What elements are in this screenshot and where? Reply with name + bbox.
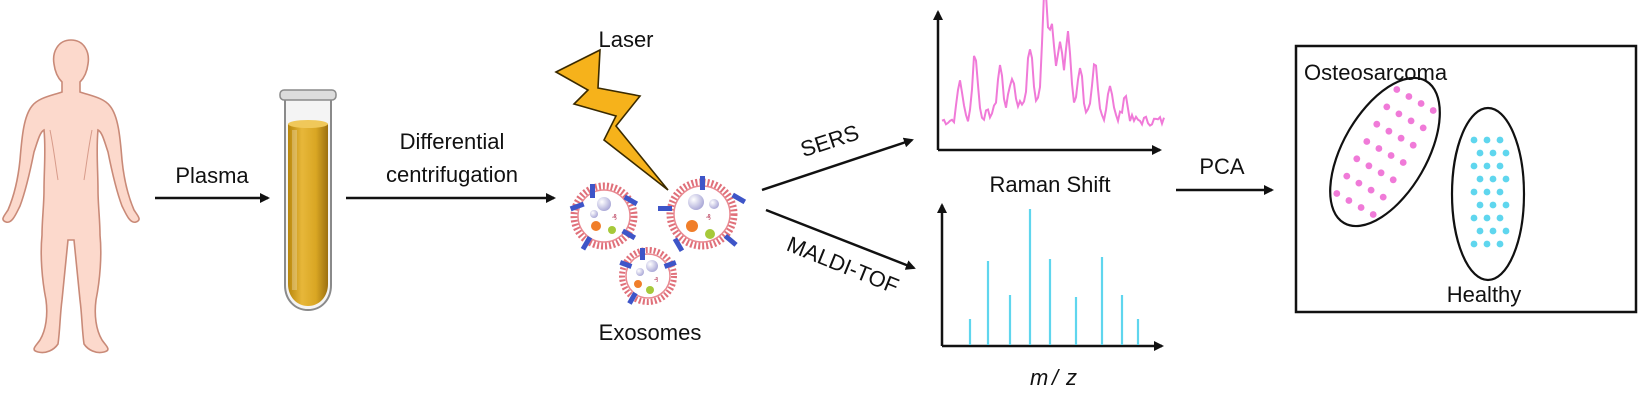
mz-slash-label: / bbox=[1050, 365, 1060, 390]
svg-text:₰: ₰ bbox=[706, 213, 711, 222]
osteosarcoma-point bbox=[1405, 93, 1413, 100]
osteosarcoma-point bbox=[1407, 117, 1415, 125]
exosome-vesicle-icon: ₰ bbox=[619, 247, 677, 305]
osteosarcoma-point bbox=[1369, 211, 1377, 218]
osteosarcoma-point bbox=[1367, 186, 1375, 194]
exosome-vesicle-icon: ₰ bbox=[569, 182, 639, 251]
healthy-point bbox=[1502, 201, 1510, 209]
healthy-point bbox=[1470, 162, 1478, 170]
healthy-point bbox=[1496, 240, 1504, 248]
exosomes-label: Exosomes bbox=[599, 320, 702, 345]
svg-text:₰: ₰ bbox=[612, 213, 617, 222]
healthy-point bbox=[1496, 136, 1504, 144]
healthy-point bbox=[1476, 201, 1484, 209]
healthy-point bbox=[1470, 240, 1478, 248]
healthy-point bbox=[1470, 188, 1478, 196]
healthy-point bbox=[1502, 175, 1510, 183]
healthy-point bbox=[1483, 162, 1491, 170]
osteosarcoma-point bbox=[1397, 134, 1405, 142]
osteosarcoma-point bbox=[1365, 162, 1373, 170]
osteosarcoma-point bbox=[1375, 145, 1383, 152]
osteosarcoma-point bbox=[1377, 169, 1385, 177]
osteosarcoma-point bbox=[1353, 155, 1361, 163]
healthy-point bbox=[1483, 188, 1491, 196]
osteosarcoma-point bbox=[1387, 152, 1395, 159]
osteosarcoma-point bbox=[1389, 176, 1397, 184]
healthy-point bbox=[1470, 214, 1478, 222]
maldi-spectrum-plot bbox=[937, 203, 1164, 351]
osteosarcoma-point bbox=[1357, 204, 1365, 211]
healthy-point bbox=[1502, 149, 1510, 157]
mz-m-label: m bbox=[1030, 365, 1048, 390]
healthy-point bbox=[1489, 201, 1497, 209]
osteosarcoma-point bbox=[1379, 193, 1387, 201]
osteosarcoma-point bbox=[1393, 86, 1401, 93]
osteosarcoma-point bbox=[1333, 190, 1341, 197]
osteosarcoma-point bbox=[1355, 179, 1363, 187]
healthy-point bbox=[1483, 136, 1491, 144]
laser-label: Laser bbox=[598, 27, 653, 52]
healthy-cluster-ellipse bbox=[1450, 106, 1526, 282]
osteosarcoma-point bbox=[1417, 100, 1425, 107]
healthy-point bbox=[1489, 175, 1497, 183]
healthy-point bbox=[1489, 149, 1497, 157]
healthy-point bbox=[1476, 227, 1484, 235]
healthy-point bbox=[1496, 214, 1504, 222]
healthy-point bbox=[1496, 188, 1504, 196]
osteosarcoma-point bbox=[1343, 172, 1351, 180]
osteosarcoma-point bbox=[1385, 127, 1393, 135]
test-tube-icon bbox=[279, 89, 337, 312]
lightning-bolt-icon bbox=[554, 48, 669, 191]
healthy-point bbox=[1502, 227, 1510, 235]
maldi-arrow bbox=[765, 208, 916, 270]
osteosarcoma-cluster-ellipse bbox=[1329, 76, 1441, 228]
pca-result-box: Osteosarcoma Healthy bbox=[1294, 44, 1638, 314]
mz-z-label: z bbox=[1065, 365, 1077, 390]
plasma-label: Plasma bbox=[175, 163, 249, 188]
healthy-point bbox=[1476, 175, 1484, 183]
osteosarcoma-point bbox=[1429, 107, 1437, 114]
healthy-point bbox=[1476, 149, 1484, 157]
healthy-point bbox=[1496, 162, 1504, 170]
osteosarcoma-point bbox=[1399, 159, 1407, 166]
osteosarcoma-point bbox=[1383, 103, 1391, 111]
osteosarcoma-point bbox=[1345, 197, 1353, 204]
centrifugation-label-line2: centrifugation bbox=[386, 162, 518, 187]
svg-text:₰: ₰ bbox=[654, 276, 658, 284]
pca-label: PCA bbox=[1199, 154, 1245, 179]
healthy-point bbox=[1483, 214, 1491, 222]
healthy-point bbox=[1470, 136, 1478, 144]
osteosarcoma-point bbox=[1373, 120, 1381, 128]
sers-arrow bbox=[761, 137, 914, 192]
raman-axis-label: Raman Shift bbox=[989, 172, 1110, 197]
centrifugation-label-line1: Differential bbox=[400, 129, 505, 154]
osteosarcoma-point bbox=[1419, 124, 1427, 132]
raman-spectrum-plot bbox=[933, 0, 1165, 155]
healthy-point bbox=[1483, 240, 1491, 248]
osteosarcoma-point bbox=[1363, 138, 1371, 145]
osteosarcoma-point bbox=[1409, 141, 1417, 149]
healthy-cluster bbox=[1470, 136, 1510, 248]
healthy-label: Healthy bbox=[1447, 282, 1522, 307]
osteosarcoma-point bbox=[1395, 110, 1403, 118]
human-body-icon bbox=[2, 39, 140, 354]
plasma-fill bbox=[288, 124, 328, 306]
raman-spectrum-line bbox=[941, 0, 1165, 127]
exosome-vesicle-icon: ₰ bbox=[658, 176, 747, 253]
sers-label: SERS bbox=[797, 120, 862, 162]
healthy-point bbox=[1489, 227, 1497, 235]
osteosarcoma-cluster bbox=[1333, 86, 1437, 218]
